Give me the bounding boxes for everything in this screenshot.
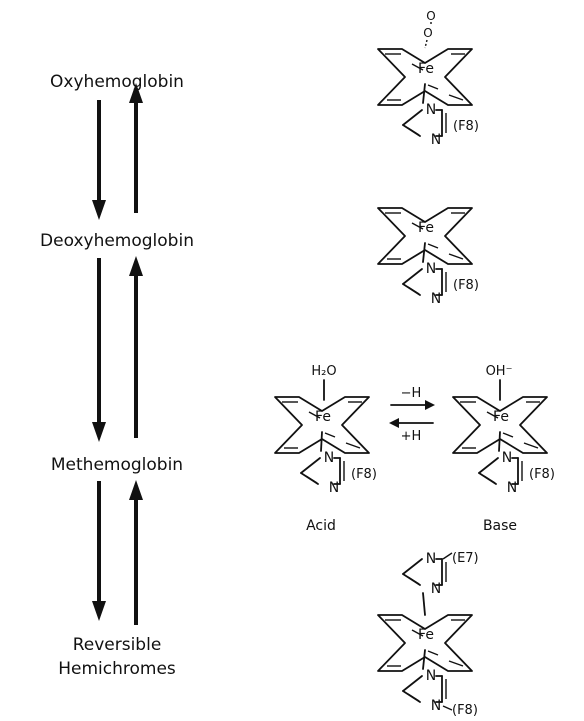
methemoglobin-base-structure: OH⁻ Fe N N (F8) Base (452, 364, 555, 534)
hemi-f8-n1: N (426, 668, 436, 684)
methemoglobin-acid-structure: H₂O Fe N N (F8) Acid (274, 364, 377, 534)
hemi-f8-n2: N (431, 698, 441, 714)
met-to-deoxy-arrow (129, 256, 143, 438)
deoxy-f8-label: (F8) (453, 278, 479, 293)
acid-iron: Fe (315, 409, 331, 425)
oxyhemoglobin-label: Oxyhemoglobin (50, 72, 184, 92)
hemichrome-structure: N N (E7) Fe N N (F8) (377, 551, 479, 718)
hemi-e7-label: (E7) (452, 551, 479, 566)
oxy-f8-label: (F8) (453, 119, 479, 134)
hemichromes-label-line2: Hemichromes (58, 659, 176, 679)
deoxyheme-structure: Fe N N (F8) (377, 207, 479, 307)
base-caption: Base (483, 518, 517, 534)
acid-his-n2: N (329, 480, 339, 496)
base-iron: Fe (493, 409, 509, 425)
oxy-iron: Fe (418, 61, 434, 77)
oxy-his-n1: N (426, 102, 436, 118)
acid-water-ligand: H₂O (311, 364, 336, 379)
hemichromes-label-line1: Reversible (73, 635, 162, 655)
minus-h-label: −H (401, 386, 422, 401)
met-to-hemichrome-arrow (92, 481, 106, 621)
base-his-n2: N (507, 480, 517, 496)
hemi-e7-n1: N (426, 551, 436, 567)
acid-caption: Acid (306, 518, 336, 534)
hemi-e7-n2: N (431, 581, 441, 597)
base-f8-label: (F8) (529, 467, 555, 482)
deoxy-to-oxy-arrow (129, 83, 143, 213)
oxy-to-deoxy-arrow (92, 100, 106, 220)
acid-f8-label: (F8) (351, 467, 377, 482)
methemoglobin-label: Methemoglobin (51, 455, 183, 475)
oxy-his-n2: N (431, 132, 441, 148)
base-hydroxide-ligand: OH⁻ (486, 364, 513, 379)
o2-top-oxygen: O (426, 9, 435, 23)
deoxy-his-n1: N (426, 261, 436, 277)
deoxyhemoglobin-label: Deoxyhemoglobin (40, 231, 194, 251)
hemi-f8-label: (F8) (452, 703, 478, 718)
acid-his-n1: N (324, 450, 334, 466)
base-his-n1: N (502, 450, 512, 466)
hemichrome-to-met-arrow (129, 480, 143, 625)
deoxy-iron: Fe (418, 220, 434, 236)
acid-base-equilibrium: −H +H (389, 386, 435, 444)
plus-h-label: +H (401, 429, 422, 444)
o2-bottom-oxygen: O (423, 26, 432, 40)
deoxy-his-n2: N (431, 291, 441, 307)
deoxy-to-met-arrow (92, 258, 106, 442)
oxyheme-structure: O O Fe N N (F8) (377, 9, 479, 148)
hemi-iron: Fe (418, 627, 434, 643)
